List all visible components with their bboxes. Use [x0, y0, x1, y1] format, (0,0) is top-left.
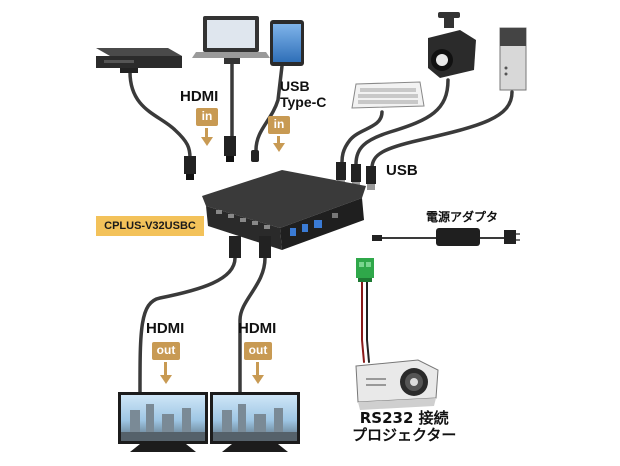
- projector-label-line1: RS232 接続: [359, 409, 449, 427]
- cable-webcam: [354, 78, 450, 166]
- cable-keyboard: [340, 110, 384, 164]
- laptop-icon: [192, 16, 270, 64]
- cable-tablet: [254, 64, 284, 152]
- out-arrow: [160, 375, 172, 384]
- in-tag: in: [268, 116, 290, 134]
- projector-label: RS232 接続 プロジェクター: [352, 410, 456, 444]
- hdmi-plug-icon: [224, 136, 236, 156]
- cables: [128, 60, 514, 394]
- usb-plug-icon: [336, 162, 346, 180]
- cable-bluray: [128, 70, 192, 160]
- hdmi-plug-icon: [259, 236, 271, 258]
- output-plugs: [229, 236, 271, 258]
- out-arrow-shaft: [164, 362, 167, 376]
- terminal-block-icon: [356, 258, 374, 282]
- in-arrow: [273, 143, 285, 152]
- keyboard-icon: [351, 81, 425, 109]
- model-label: CPLUS-V32USBC: [96, 216, 204, 236]
- hdmi-out-label: HDMI: [238, 320, 277, 337]
- usb-typec-label-line1: USB: [280, 78, 310, 94]
- power-adapter-label: 電源アダプタ: [426, 210, 499, 224]
- out-tag: out: [152, 342, 180, 360]
- cable-hdmi-out-2: [238, 256, 267, 394]
- hdmi-in-label: HDMI: [180, 88, 219, 105]
- switcher-device-icon: [202, 170, 366, 250]
- usb-plug-icon: [366, 166, 376, 184]
- in-arrow-shaft: [205, 128, 208, 138]
- monitor-icon: [118, 392, 208, 452]
- tablet-icon: [270, 20, 304, 66]
- bluray-player-icon: [96, 48, 182, 73]
- usb-label: USB: [386, 162, 418, 179]
- projector-label-line2: プロジェクター: [352, 426, 457, 444]
- projector-icon: [355, 359, 439, 410]
- power-adapter-icon: [372, 228, 520, 246]
- usb-typec-label: USB Type-C: [280, 78, 326, 110]
- out-tag: out: [244, 342, 272, 360]
- hdmi-out-label: HDMI: [146, 320, 185, 337]
- in-arrow-shaft: [277, 136, 280, 144]
- hdmi-plug-icon: [229, 236, 241, 258]
- monitor-icon: [210, 392, 300, 452]
- cable-hdmi-out-1: [138, 256, 237, 394]
- cable-rs232: [361, 281, 365, 363]
- usbc-plug-icon: [251, 150, 259, 162]
- webcam-icon: [428, 12, 476, 78]
- out-arrow: [252, 375, 264, 384]
- usb-plug-icon: [351, 164, 361, 182]
- cable-speaker: [370, 90, 514, 170]
- usb-typec-label-line2: Type-C: [280, 94, 327, 110]
- in-arrow: [201, 137, 213, 146]
- hdmi-plug-icon: [184, 156, 196, 174]
- out-arrow-shaft: [256, 362, 259, 376]
- in-tag: in: [196, 108, 218, 126]
- speaker-icon: [499, 27, 527, 91]
